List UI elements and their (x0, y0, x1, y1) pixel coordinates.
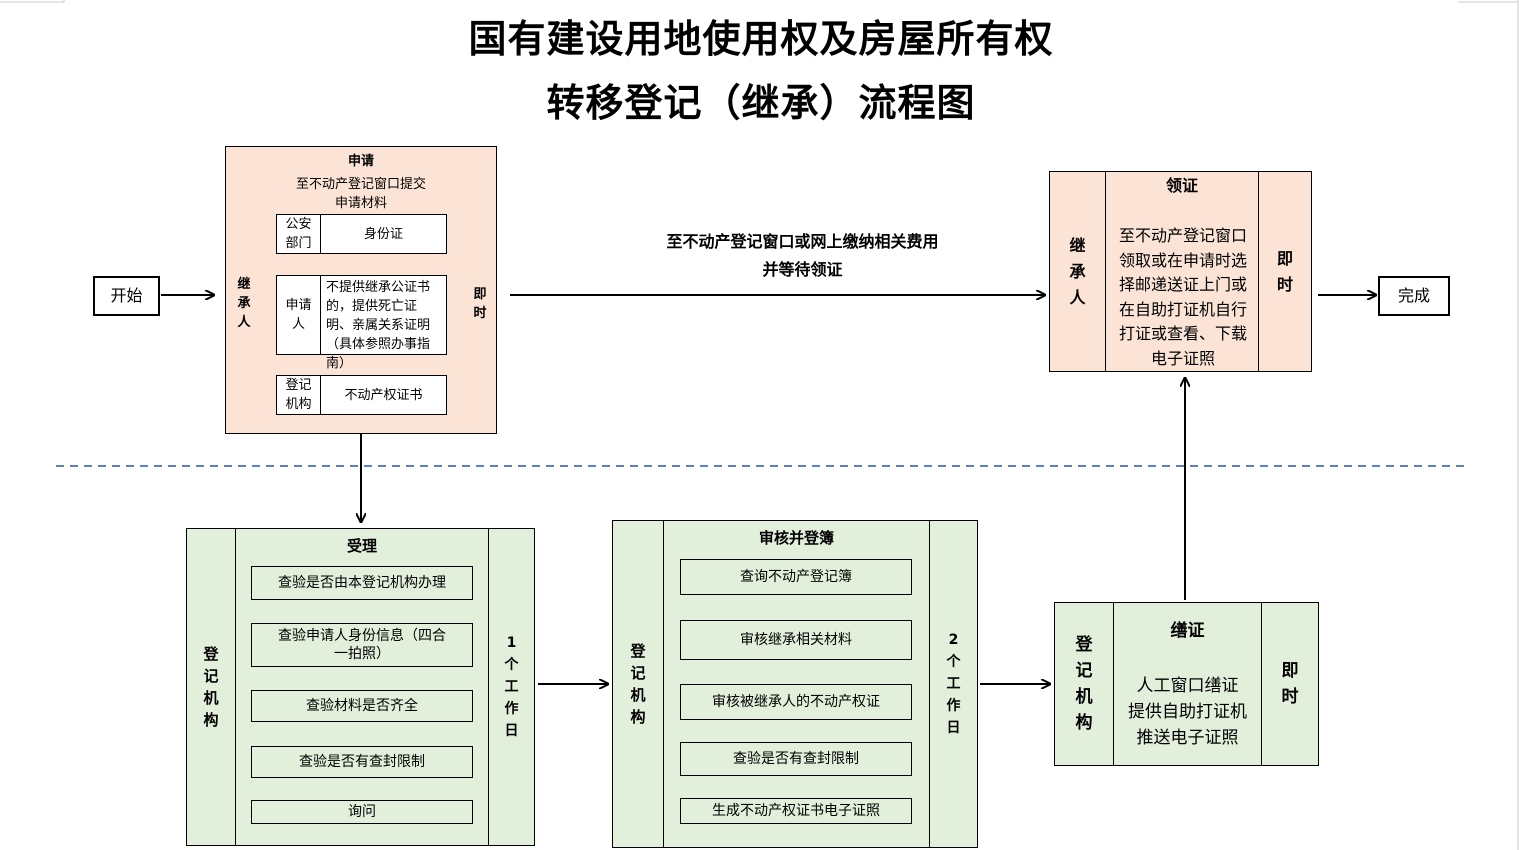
accept-item-3: 查验材料是否齐全 (251, 690, 473, 722)
review-actor: 登记机构 (630, 642, 646, 726)
apply-row-applicant: 申请人 不提供继承公证书的，提供死亡证明、亲属关系证明（具体参照办事指南） (276, 275, 447, 371)
review-body: 审核并登簿 查询不动产登记簿 审核继承相关材料 审核被继承人的不动产权证 查验是… (664, 521, 930, 847)
end-node: 完成 (1378, 276, 1450, 316)
payment-note-1: 至不动产登记窗口或网上缴纳相关费用 (666, 232, 939, 251)
apply-row-id-who: 公安部门 (277, 215, 321, 253)
apply-row-registry-who: 登记机构 (277, 376, 321, 414)
accept-item-1: 查验是否由本登记机构办理 (251, 566, 473, 600)
accept-item-4: 查验是否有查封限制 (251, 746, 473, 778)
accept-body: 受理 查验是否由本登记机构办理 查验申请人身份信息（四合一拍照） 查验材料是否齐… (236, 529, 489, 845)
accept-actor: 登记机构 (203, 645, 219, 729)
apply-row-registry: 登记机构 不动产权证书 (276, 375, 447, 415)
apply-title: 申请 (347, 153, 374, 169)
collect-time-col: 即时 (1259, 172, 1311, 371)
collect-body: 领证 至不动产登记窗口领取或在申请时选择邮递送证上门或在自助打证机自行打证或查看… (1106, 172, 1259, 371)
review-item-3: 审核被继承人的不动产权证 (680, 684, 912, 720)
apply-actor: 继承人 (237, 277, 251, 330)
review-title: 审核并登簿 (758, 529, 834, 547)
apply-row-applicant-who: 申请人 (277, 276, 321, 354)
review-item-4: 查验是否有查封限制 (680, 742, 912, 776)
accept-time: 1个工作日 (504, 635, 519, 739)
issue-line-1: 人工窗口缮证 (1136, 676, 1239, 696)
apply-subtitle-2: 申请材料 (334, 196, 387, 211)
apply-subtitle-1: 至不动产登记窗口提交 (295, 177, 426, 192)
review-time: 2个工作日 (946, 632, 961, 736)
review-actor-col: 登记机构 (613, 521, 664, 847)
collect-actor-col: 继承人 (1050, 172, 1106, 371)
apply-row-id-what: 身份证 (363, 226, 403, 242)
accept-time-col: 1个工作日 (489, 529, 534, 845)
apply-row-registry-what: 不动产权证书 (344, 387, 423, 403)
page-title-line2: 转移登记（继承）流程图 (546, 80, 976, 125)
issue-line-3: 推送电子证照 (1136, 728, 1239, 748)
apply-time: 即时 (473, 287, 487, 321)
accept-box: 登记机构 受理 查验是否由本登记机构办理 查验申请人身份信息（四合一拍照） 查验… (186, 528, 535, 846)
issue-time-col: 即时 (1262, 603, 1318, 765)
issue-box: 登记机构 缮证 人工窗口缮证 提供自助打证机 推送电子证照 即时 (1054, 602, 1319, 766)
review-box: 登记机构 审核并登簿 查询不动产登记簿 审核继承相关材料 审核被继承人的不动产权… (612, 520, 978, 848)
page-title-line1: 国有建设用地使用权及房屋所有权 (468, 16, 1054, 61)
issue-title: 缮证 (1170, 621, 1205, 641)
review-time-col: 2个工作日 (930, 521, 977, 847)
accept-item-5: 询问 (251, 800, 473, 824)
accept-title: 受理 (346, 537, 377, 555)
collect-actor: 继承人 (1069, 235, 1086, 307)
apply-row-id: 公安部门 身份证 (276, 214, 447, 254)
payment-note-2: 并等待领证 (762, 260, 843, 279)
collect-text: 至不动产登记窗口领取或在申请时选择邮递送证上门或在自助打证机自行打证或查看、下载… (1118, 226, 1247, 368)
review-item-5: 生成不动产权证书电子证照 (680, 798, 912, 824)
issue-body: 缮证 人工窗口缮证 提供自助打证机 推送电子证照 (1114, 603, 1262, 765)
issue-time: 即时 (1281, 661, 1299, 707)
collect-title: 领证 (1165, 176, 1198, 195)
review-item-1: 查询不动产登记簿 (680, 559, 912, 595)
apply-box: 申请 至不动产登记窗口提交 申请材料 继承人 即时 公安部门 身份证 申请人 不… (225, 146, 497, 434)
accept-actor-col: 登记机构 (187, 529, 236, 845)
collect-time: 即时 (1276, 248, 1293, 294)
collect-box: 继承人 领证 至不动产登记窗口领取或在申请时选择邮递送证上门或在自助打证机自行打… (1049, 171, 1312, 372)
accept-item-2: 查验申请人身份信息（四合一拍照） (251, 623, 473, 667)
issue-line-2: 提供自助打证机 (1128, 702, 1247, 722)
issue-actor: 登记机构 (1075, 635, 1093, 733)
issue-actor-col: 登记机构 (1055, 603, 1114, 765)
review-item-2: 审核继承相关材料 (680, 620, 912, 660)
apply-row-applicant-what: 不提供继承公证书的，提供死亡证明、亲属关系证明（具体参照办事指南） (326, 280, 431, 371)
start-node: 开始 (93, 276, 160, 316)
